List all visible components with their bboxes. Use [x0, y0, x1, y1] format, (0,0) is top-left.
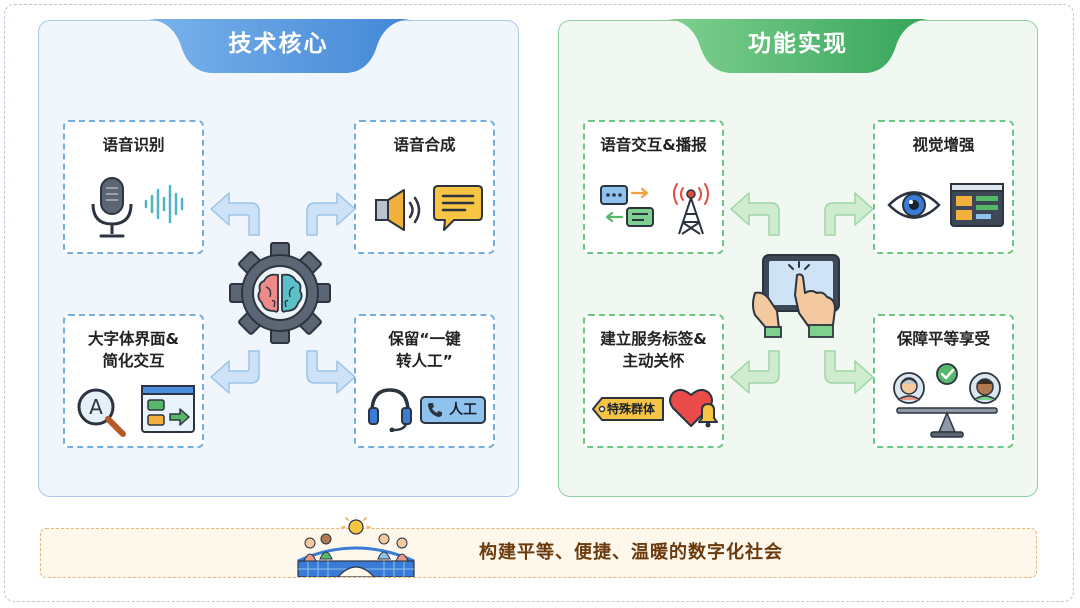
card-title: 语音交互&播报	[600, 136, 707, 154]
bottom-slogan-bar: 构建平等、便捷、温暖的数字化社会	[40, 517, 1037, 578]
function-panel: 功能实现 语音交互&播报 视觉增强	[558, 19, 1038, 497]
tech-core-panel: 技术核心 语音识别 语音合成	[38, 19, 519, 497]
arrow-to-human-transfer	[306, 350, 356, 394]
tab-shape	[147, 19, 410, 73]
card-title-line1: 大字体界面&	[87, 330, 180, 348]
arrow-to-equal-access	[824, 350, 874, 394]
card-voice-interaction: 语音交互&播报	[583, 120, 724, 254]
sound-wave-icon	[144, 184, 184, 224]
card-title: 保留“一键 转人工”	[356, 328, 493, 372]
screen-layout-icon	[950, 183, 1004, 227]
function-title: 功能实现	[748, 31, 848, 57]
phone-icon	[428, 403, 442, 417]
arrow-to-speech-recognition	[210, 192, 260, 236]
tag-shape	[592, 397, 664, 421]
magnifier-icon: A	[77, 388, 126, 437]
broadcast-tower-icon	[673, 183, 709, 235]
card-title-line1: 保留“一键	[388, 330, 461, 348]
slogan-text: 构建平等、便捷、温暖的数字化社会	[479, 542, 783, 563]
card-title: 建立服务标签& 主动关怀	[585, 328, 722, 372]
community-bridge-icon	[297, 517, 415, 577]
card-speech-recognition: 语音识别	[63, 120, 204, 254]
card-title: 语音合成	[393, 136, 456, 154]
arrow-to-speech-synthesis	[306, 192, 356, 236]
arrow-to-voice-interaction	[730, 192, 780, 236]
card-title: 语音识别	[102, 136, 165, 154]
card-visual-enhance: 视觉增强	[873, 120, 1014, 254]
tag-icon: 特殊群体	[591, 396, 665, 422]
card-title-line2: 转人工”	[396, 352, 453, 370]
outer-frame	[4, 4, 1074, 602]
chat-bubble-icon	[433, 185, 483, 231]
card-title: 视觉增强	[912, 136, 975, 154]
function-tab: 功能实现	[667, 19, 929, 75]
arrow-to-visual-enhance	[824, 192, 874, 236]
balance-people-icon	[893, 363, 1001, 438]
speaker-icon	[375, 189, 421, 231]
heart-bell-icon	[669, 389, 718, 428]
tag-label: 特殊群体	[607, 402, 656, 416]
card-title: 保障平等享受	[896, 330, 990, 348]
call-human-label: 人工	[449, 402, 477, 418]
arrow-to-large-font-ui	[210, 350, 260, 394]
card-title-line2: 主动关怀	[622, 352, 685, 370]
gear-brain-icon	[229, 242, 331, 344]
tech-core-tab: 技术核心	[147, 19, 410, 75]
card-title-line1: 建立服务标签&	[600, 330, 707, 348]
tech-core-title: 技术核心	[228, 31, 329, 57]
card-human-transfer: 保留“一键 转人工” 人工	[354, 314, 495, 448]
microphone-icon	[91, 177, 133, 238]
tablet-touch-icon	[752, 254, 840, 338]
simple-ui-icon	[141, 385, 195, 433]
card-title-line2: 简化交互	[102, 352, 165, 370]
tab-shape	[667, 19, 929, 73]
arrow-to-service-tag	[730, 350, 780, 394]
card-service-tag: 建立服务标签& 主动关怀 特殊群体	[583, 314, 724, 448]
card-title: 大字体界面& 简化交互	[65, 328, 202, 372]
headset-icon	[368, 388, 412, 432]
card-large-font-ui: 大字体界面& 简化交互 A	[63, 314, 204, 448]
svg-text:A: A	[89, 395, 103, 419]
call-human-button[interactable]: 人工	[420, 396, 486, 424]
eye-icon	[887, 191, 941, 219]
card-equal-access: 保障平等享受	[873, 314, 1014, 448]
message-exchange-icon	[600, 185, 654, 227]
card-speech-synthesis: 语音合成	[354, 120, 495, 254]
